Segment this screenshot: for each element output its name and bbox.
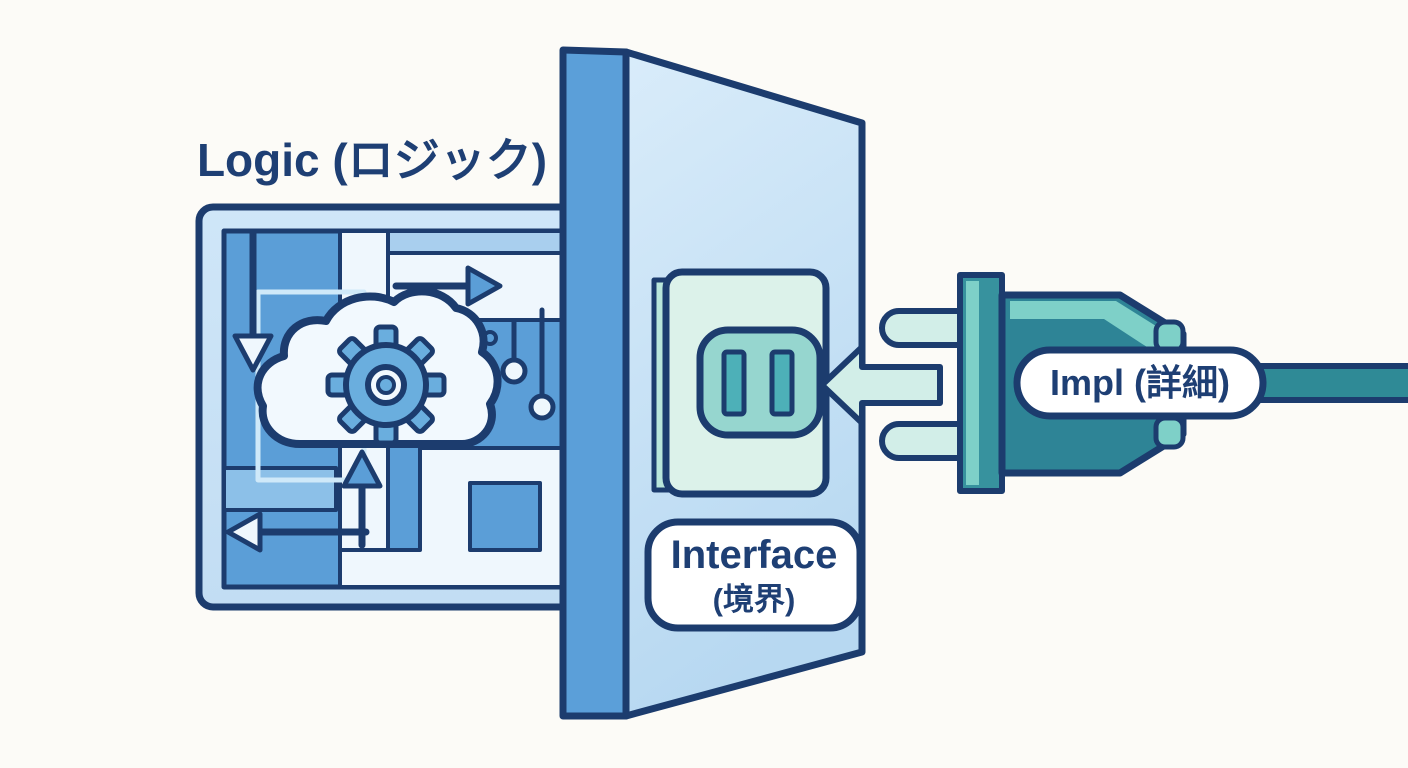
plug-corner-cap	[1153, 415, 1186, 450]
left-arrow-icon	[225, 511, 370, 553]
plug-body-highlight	[1010, 301, 1172, 349]
maze-band-top	[386, 229, 572, 255]
wall-side-face	[559, 46, 630, 720]
socket-slot-icon	[721, 349, 747, 417]
down-arrow-icon	[232, 229, 274, 373]
plug-faceplate-highlight	[966, 281, 979, 485]
maze-block-inset	[468, 481, 542, 552]
outlet-plate-icon	[651, 268, 830, 498]
plug-prongs	[879, 308, 981, 461]
gear-icon	[325, 324, 447, 446]
interface-label-pill: Interface (境界)	[644, 518, 864, 632]
right-arrow-icon	[392, 265, 503, 307]
impl-label-pill: Impl (詳細)	[1013, 346, 1267, 420]
socket-slot-icon	[769, 349, 795, 417]
maze-block-light	[222, 466, 338, 512]
interface-label-line2: (境界)	[713, 582, 796, 617]
circuit-node-icon	[482, 307, 556, 421]
interface-label-line1: Interface	[671, 533, 838, 577]
outlet-socket-icon	[696, 326, 824, 439]
insert-arrow-icon	[819, 344, 943, 426]
impl-label: Impl (詳細)	[1050, 362, 1230, 403]
circuit-board-icon	[195, 203, 579, 611]
logic-label: Logic (ロジック)	[197, 134, 547, 186]
